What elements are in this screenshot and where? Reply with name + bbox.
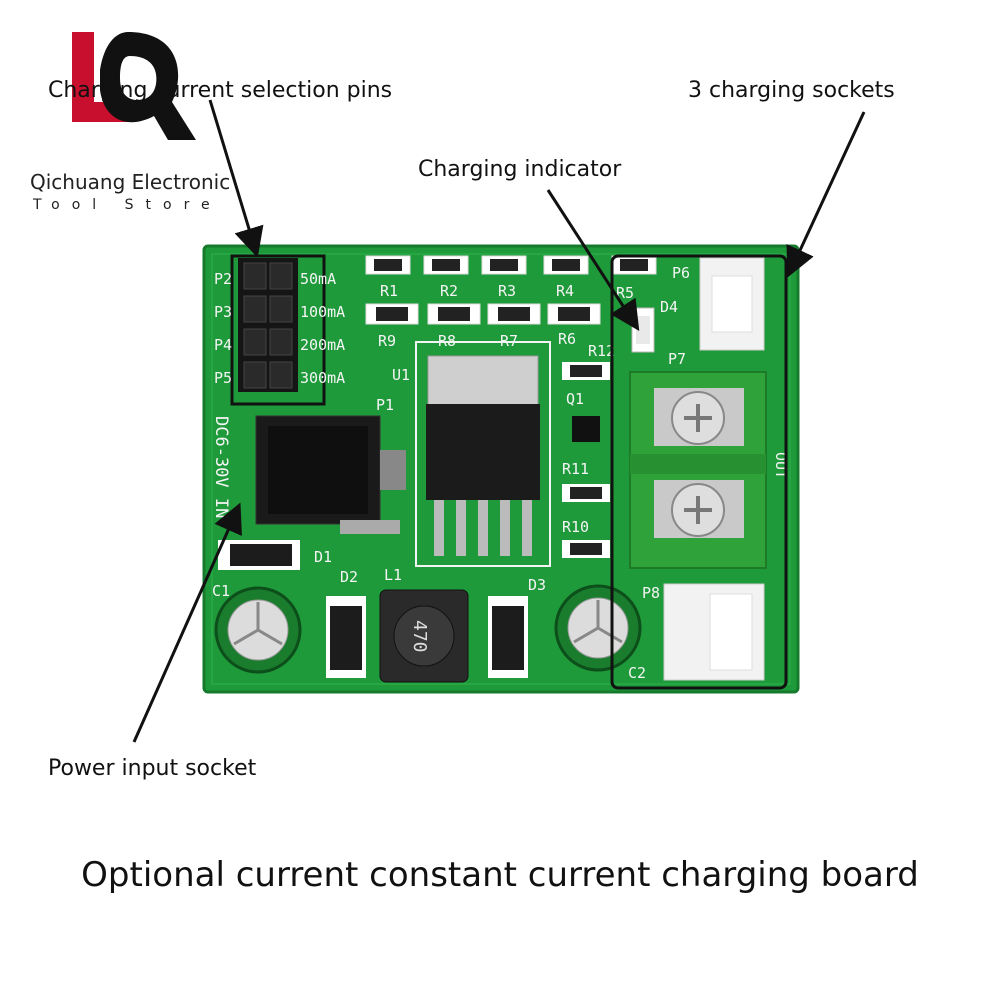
ref-p6: P6 — [672, 264, 690, 282]
ref-r9: R9 — [378, 332, 396, 350]
selection-pins-highlight-box — [230, 254, 326, 406]
ref-r10: R10 — [562, 518, 589, 536]
regulator-u1 — [415, 341, 551, 567]
logo-red-bar — [72, 32, 94, 122]
current-label-100ma: 100mA — [300, 303, 345, 321]
ref-r2: R2 — [440, 282, 458, 300]
inductor-value: 470 — [409, 620, 430, 653]
current-label-50ma: 50mA — [300, 270, 336, 288]
callout-charging-indicator: Charging indicator — [418, 157, 622, 182]
ref-r6: R6 — [558, 330, 576, 348]
logo-company-name: Qichuang Electronic — [30, 170, 231, 194]
ref-r5: R5 — [616, 284, 634, 302]
ref-r3: R3 — [498, 282, 516, 300]
header-label-p3: P3 — [214, 303, 232, 321]
ref-u1: U1 — [392, 366, 410, 384]
selection-header — [238, 258, 298, 392]
transistor-q1 — [572, 416, 600, 442]
ref-d3: D3 — [528, 576, 546, 594]
arrow-charging-indicator — [546, 189, 640, 332]
callout-power-input: Power input socket — [48, 756, 257, 781]
ref-r12: R12 — [588, 342, 615, 360]
ref-c1: C1 — [212, 582, 230, 600]
board-caption: Optional current constant current chargi… — [81, 855, 919, 895]
sockets-highlight-box — [610, 254, 788, 690]
callout-selection-pins: Charging current selection pins — [48, 78, 393, 103]
ref-p1: P1 — [376, 396, 394, 414]
capacitor-c2 — [554, 584, 642, 672]
capacitor-c1 — [214, 586, 302, 674]
header-label-p5: P5 — [214, 369, 232, 387]
ref-d2: D2 — [340, 568, 358, 586]
dc-jack-p1 — [255, 415, 406, 534]
ref-r1: R1 — [380, 282, 398, 300]
diode-d1 — [230, 544, 292, 566]
input-voltage-label: DC6-30V IN — [211, 416, 231, 518]
pcb-inner-trace — [211, 253, 791, 685]
callout-charging-sockets: 3 charging sockets — [688, 78, 895, 103]
ref-r11: R11 — [562, 460, 589, 478]
resistors-mid-row — [365, 303, 601, 325]
ref-d1: D1 — [314, 548, 332, 566]
current-label-200ma: 200mA — [300, 336, 345, 354]
header-label-p2: P2 — [214, 270, 232, 288]
diode-d2 — [330, 606, 362, 670]
ref-p8: P8 — [642, 584, 660, 602]
arrow-selection-pins — [208, 99, 264, 258]
ref-r4: R4 — [556, 282, 574, 300]
arrow-charging-sockets — [786, 111, 866, 278]
logo-q-glyph — [100, 32, 196, 140]
brand-logo — [72, 32, 196, 140]
ref-p7: P7 — [668, 350, 686, 368]
ref-c2: C2 — [628, 664, 646, 682]
terminal-block-p7 — [629, 371, 767, 569]
arrow-power-input — [132, 502, 242, 743]
ref-q1: Q1 — [566, 390, 584, 408]
diode-d3 — [492, 606, 524, 670]
logo-store-name: Tool Store — [33, 197, 222, 213]
current-label-300ma: 300mA — [300, 369, 345, 387]
ref-d4: D4 — [660, 298, 678, 316]
header-label-p4: P4 — [214, 336, 232, 354]
ref-l1: L1 — [384, 566, 402, 584]
header-pins — [243, 262, 293, 389]
